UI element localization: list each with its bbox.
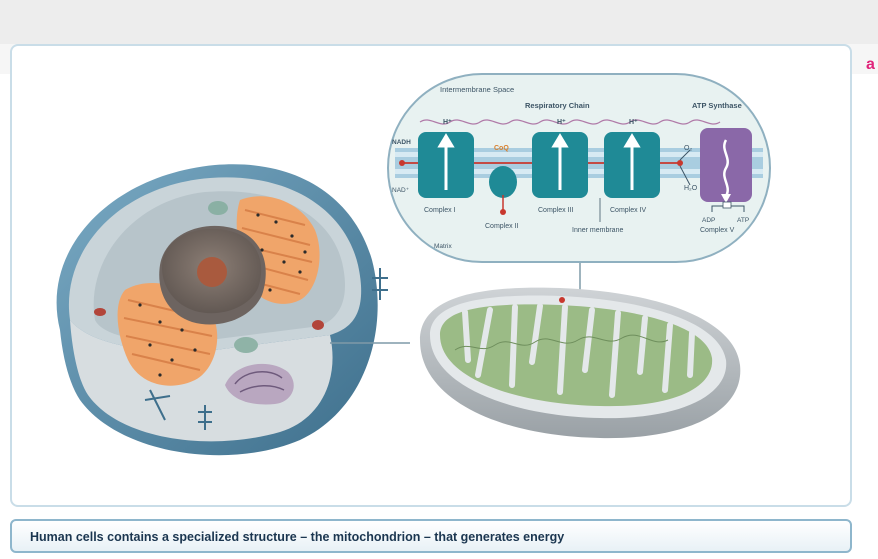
label-h-plus-3: H⁺ [629, 119, 638, 126]
complex-ii-shape [489, 166, 517, 198]
label-complex-i: Complex I [424, 207, 456, 214]
mitochondrion-icon [420, 288, 740, 438]
label-complex-ii: Complex II [485, 223, 519, 230]
label-h2o: H₂O [684, 185, 698, 192]
label-h-plus-1: H⁺ [443, 119, 452, 126]
label-nadh: NADH [392, 139, 411, 146]
label-nad: NAD⁺ [392, 187, 410, 194]
label-respiratory-chain: Respiratory Chain [525, 101, 590, 110]
cell-icon [57, 164, 388, 455]
label-atp-synthase: ATP Synthase [692, 101, 742, 110]
label-matrix: Matrix [434, 243, 452, 250]
label-complex-iii: Complex III [538, 207, 573, 214]
caption-bar: Human cells contains a specialized struc… [10, 519, 852, 553]
label-complex-v: Complex V [700, 227, 735, 234]
respiratory-chain-inset: Intermembrane Space Respiratory Chain AT… [388, 74, 770, 262]
label-inner-membrane: Inner membrane [572, 227, 623, 234]
label-intermembrane-space: Intermembrane Space [440, 85, 514, 94]
nucleus-icon [159, 226, 266, 325]
label-atp: ATP [737, 217, 749, 224]
label-adp: ADP [702, 217, 715, 224]
label-coq: CoQ [494, 145, 509, 152]
label-o2: O₂ [684, 145, 692, 152]
caption-text: Human cells contains a specialized struc… [30, 530, 564, 544]
label-h-plus-2: H⁺ [557, 119, 566, 126]
label-complex-iv: Complex IV [610, 207, 647, 214]
